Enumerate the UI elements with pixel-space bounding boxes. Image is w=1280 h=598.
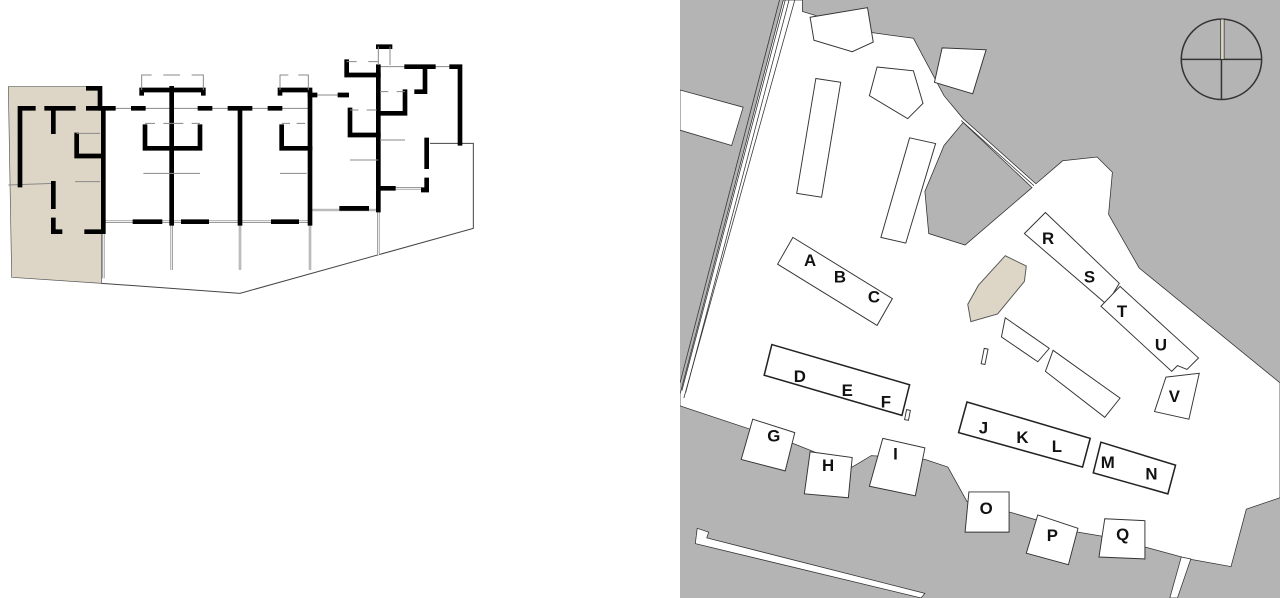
- site-outline: [8, 182, 54, 186]
- label-f: F: [881, 393, 891, 412]
- bottom-strip: [694, 527, 926, 598]
- label-c: C: [868, 287, 880, 306]
- label-h: H: [822, 456, 834, 475]
- label-m: M: [1101, 453, 1115, 472]
- main-road: [680, 0, 1035, 399]
- label-d: D: [794, 367, 806, 386]
- label-s: S: [1084, 268, 1095, 287]
- label-q: Q: [1116, 525, 1129, 544]
- label-b: B: [834, 268, 846, 287]
- highlighted-building: [967, 255, 1027, 323]
- label-n: N: [1145, 465, 1157, 484]
- building-labels: A B C D E F G H I J K L M N O P Q R S T …: [767, 229, 1181, 545]
- label-r: R: [1042, 229, 1054, 248]
- label-g: G: [767, 426, 780, 445]
- label-v: V: [1169, 387, 1181, 406]
- side-road: [680, 89, 744, 146]
- label-p: P: [1047, 526, 1058, 545]
- label-o: O: [980, 499, 993, 518]
- label-a: A: [804, 251, 816, 270]
- label-k: K: [1016, 428, 1028, 447]
- buildings: [740, 7, 1200, 566]
- bottom-right-path: [1169, 556, 1192, 598]
- garden-outline: [101, 142, 474, 294]
- walls: [17, 44, 463, 234]
- label-u: U: [1155, 335, 1167, 354]
- label-j: J: [979, 418, 988, 437]
- label-l: L: [1052, 437, 1062, 456]
- label-e: E: [842, 381, 853, 400]
- site-plan: A B C D E F G H I J K L M N O P Q R S T …: [680, 0, 1280, 598]
- label-i: I: [893, 444, 898, 463]
- label-t: T: [1117, 302, 1128, 321]
- inner-courtyard: [924, 121, 1033, 246]
- floor-plan: [7, 44, 474, 294]
- north-compass-icon: [1180, 18, 1263, 101]
